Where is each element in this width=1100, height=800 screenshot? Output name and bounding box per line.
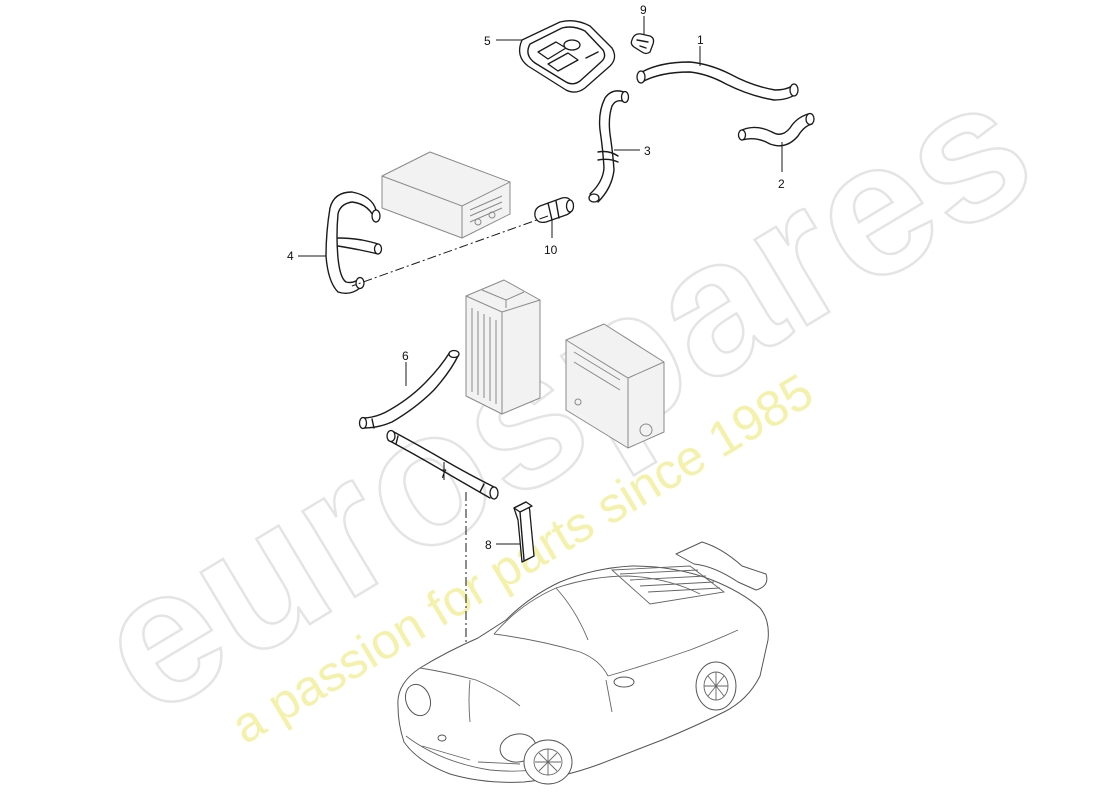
- part-4-hose: [325, 191, 383, 295]
- callout-1: 1: [697, 33, 704, 47]
- callout-9: 9: [640, 3, 647, 17]
- amplifier-unit: [465, 279, 541, 415]
- part-6-hose: [358, 349, 460, 430]
- callout-7: 7: [440, 467, 447, 481]
- part-2-hose: [737, 112, 815, 147]
- part-7-hose: [386, 429, 499, 500]
- part-9-clip: [630, 33, 655, 55]
- part-1-hose: [636, 61, 799, 101]
- part-10-connector: [534, 196, 575, 224]
- reference-line-upper: [351, 215, 549, 287]
- callout-4: 4: [287, 249, 294, 263]
- callout-5: 5: [484, 34, 491, 48]
- callouts: 5 9 1 3 2 4 10 6 7 8: [287, 3, 785, 552]
- callout-2: 2: [778, 177, 785, 191]
- callout-3: 3: [644, 144, 651, 158]
- part-3-hose: [588, 90, 630, 203]
- car-illustration: [397, 541, 769, 785]
- callout-6: 6: [402, 349, 409, 363]
- callout-10: 10: [544, 243, 558, 257]
- leader-lines: [298, 16, 783, 545]
- nav-unit-box: [565, 323, 665, 449]
- part-5-cover-tray: [518, 20, 616, 93]
- callout-8: 8: [485, 538, 492, 552]
- control-module-box: [381, 151, 511, 239]
- part-8-duct: [513, 501, 535, 563]
